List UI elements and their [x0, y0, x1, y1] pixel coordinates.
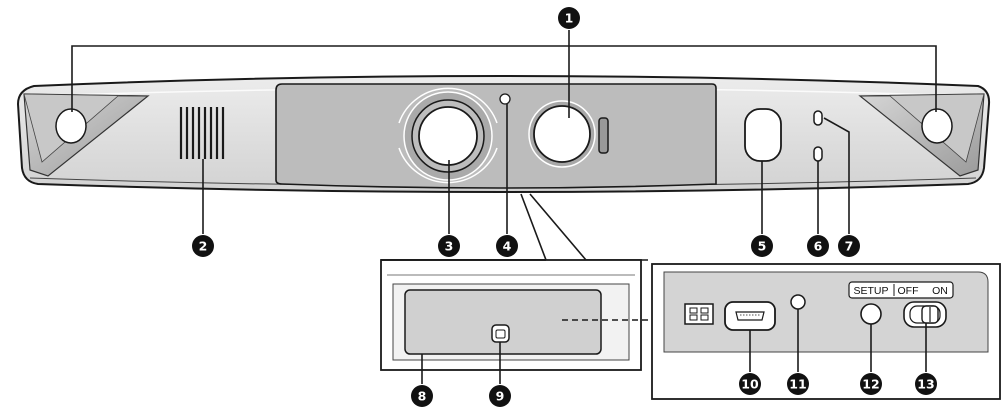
bottom-view: [380, 259, 642, 371]
callout-8: 8: [411, 385, 433, 407]
usb-port: [724, 301, 776, 331]
callout-13: 13: [915, 373, 937, 395]
on-label: ON: [932, 285, 948, 297]
callout-9: 9: [489, 385, 511, 407]
callout-11: 11: [787, 373, 809, 395]
svg-text:7: 7: [845, 239, 854, 254]
svg-text:9: 9: [496, 389, 505, 404]
svg-text:10: 10: [741, 377, 759, 392]
svg-text:3: 3: [445, 239, 454, 254]
svg-text:4: 4: [503, 239, 512, 254]
leader-1: [71, 45, 937, 112]
side-panel-detail: SETUP OFF ON: [651, 263, 1001, 400]
callout-3: 3: [438, 235, 460, 257]
grid-module-icon: [684, 303, 714, 325]
sensor: [528, 100, 596, 168]
svg-text:5: 5: [758, 239, 767, 254]
left-end-cap: [23, 93, 150, 177]
svg-text:13: 13: [917, 377, 934, 392]
callout-10: 10: [739, 373, 761, 395]
svg-text:1: 1: [565, 11, 574, 26]
switch-label-bar: [848, 281, 954, 299]
light-sensor: [744, 108, 782, 162]
callout-4: 4: [496, 235, 518, 257]
tripod-socket: [491, 324, 510, 343]
sensor-slot: [598, 117, 609, 154]
callout-7: 7: [838, 235, 860, 257]
off-label: OFF: [898, 285, 919, 297]
svg-text:8: 8: [418, 389, 427, 404]
reset-hole: [790, 294, 806, 310]
indicator-lamp-lower: [813, 146, 823, 162]
status-led: [499, 93, 511, 105]
callout-5: 5: [751, 235, 773, 257]
front-panel: [275, 83, 717, 189]
indicator-lamp-upper: [813, 110, 823, 126]
camera-lens: [398, 87, 498, 184]
svg-text:11: 11: [789, 377, 806, 392]
setup-button: [860, 303, 882, 325]
svg-text:6: 6: [814, 239, 823, 254]
callout-1: 1: [558, 7, 580, 29]
power-switch: [903, 301, 947, 328]
leader-7: [823, 117, 850, 234]
right-end-cap: [858, 93, 985, 177]
setup-label: SETUP: [853, 285, 888, 297]
svg-text:2: 2: [199, 239, 208, 254]
leader-lines: [71, 30, 937, 384]
callout-2: 2: [192, 235, 214, 257]
left-mount-hole: [55, 108, 87, 144]
speaker-grille: [179, 107, 225, 159]
callout-12: 12: [860, 373, 882, 395]
callout-markers: 1 2 3 4 5 6 7 8 9 10 11 12 13: [192, 7, 937, 407]
callout-6: 6: [807, 235, 829, 257]
svg-text:12: 12: [862, 377, 879, 392]
right-mount-hole: [921, 108, 953, 144]
